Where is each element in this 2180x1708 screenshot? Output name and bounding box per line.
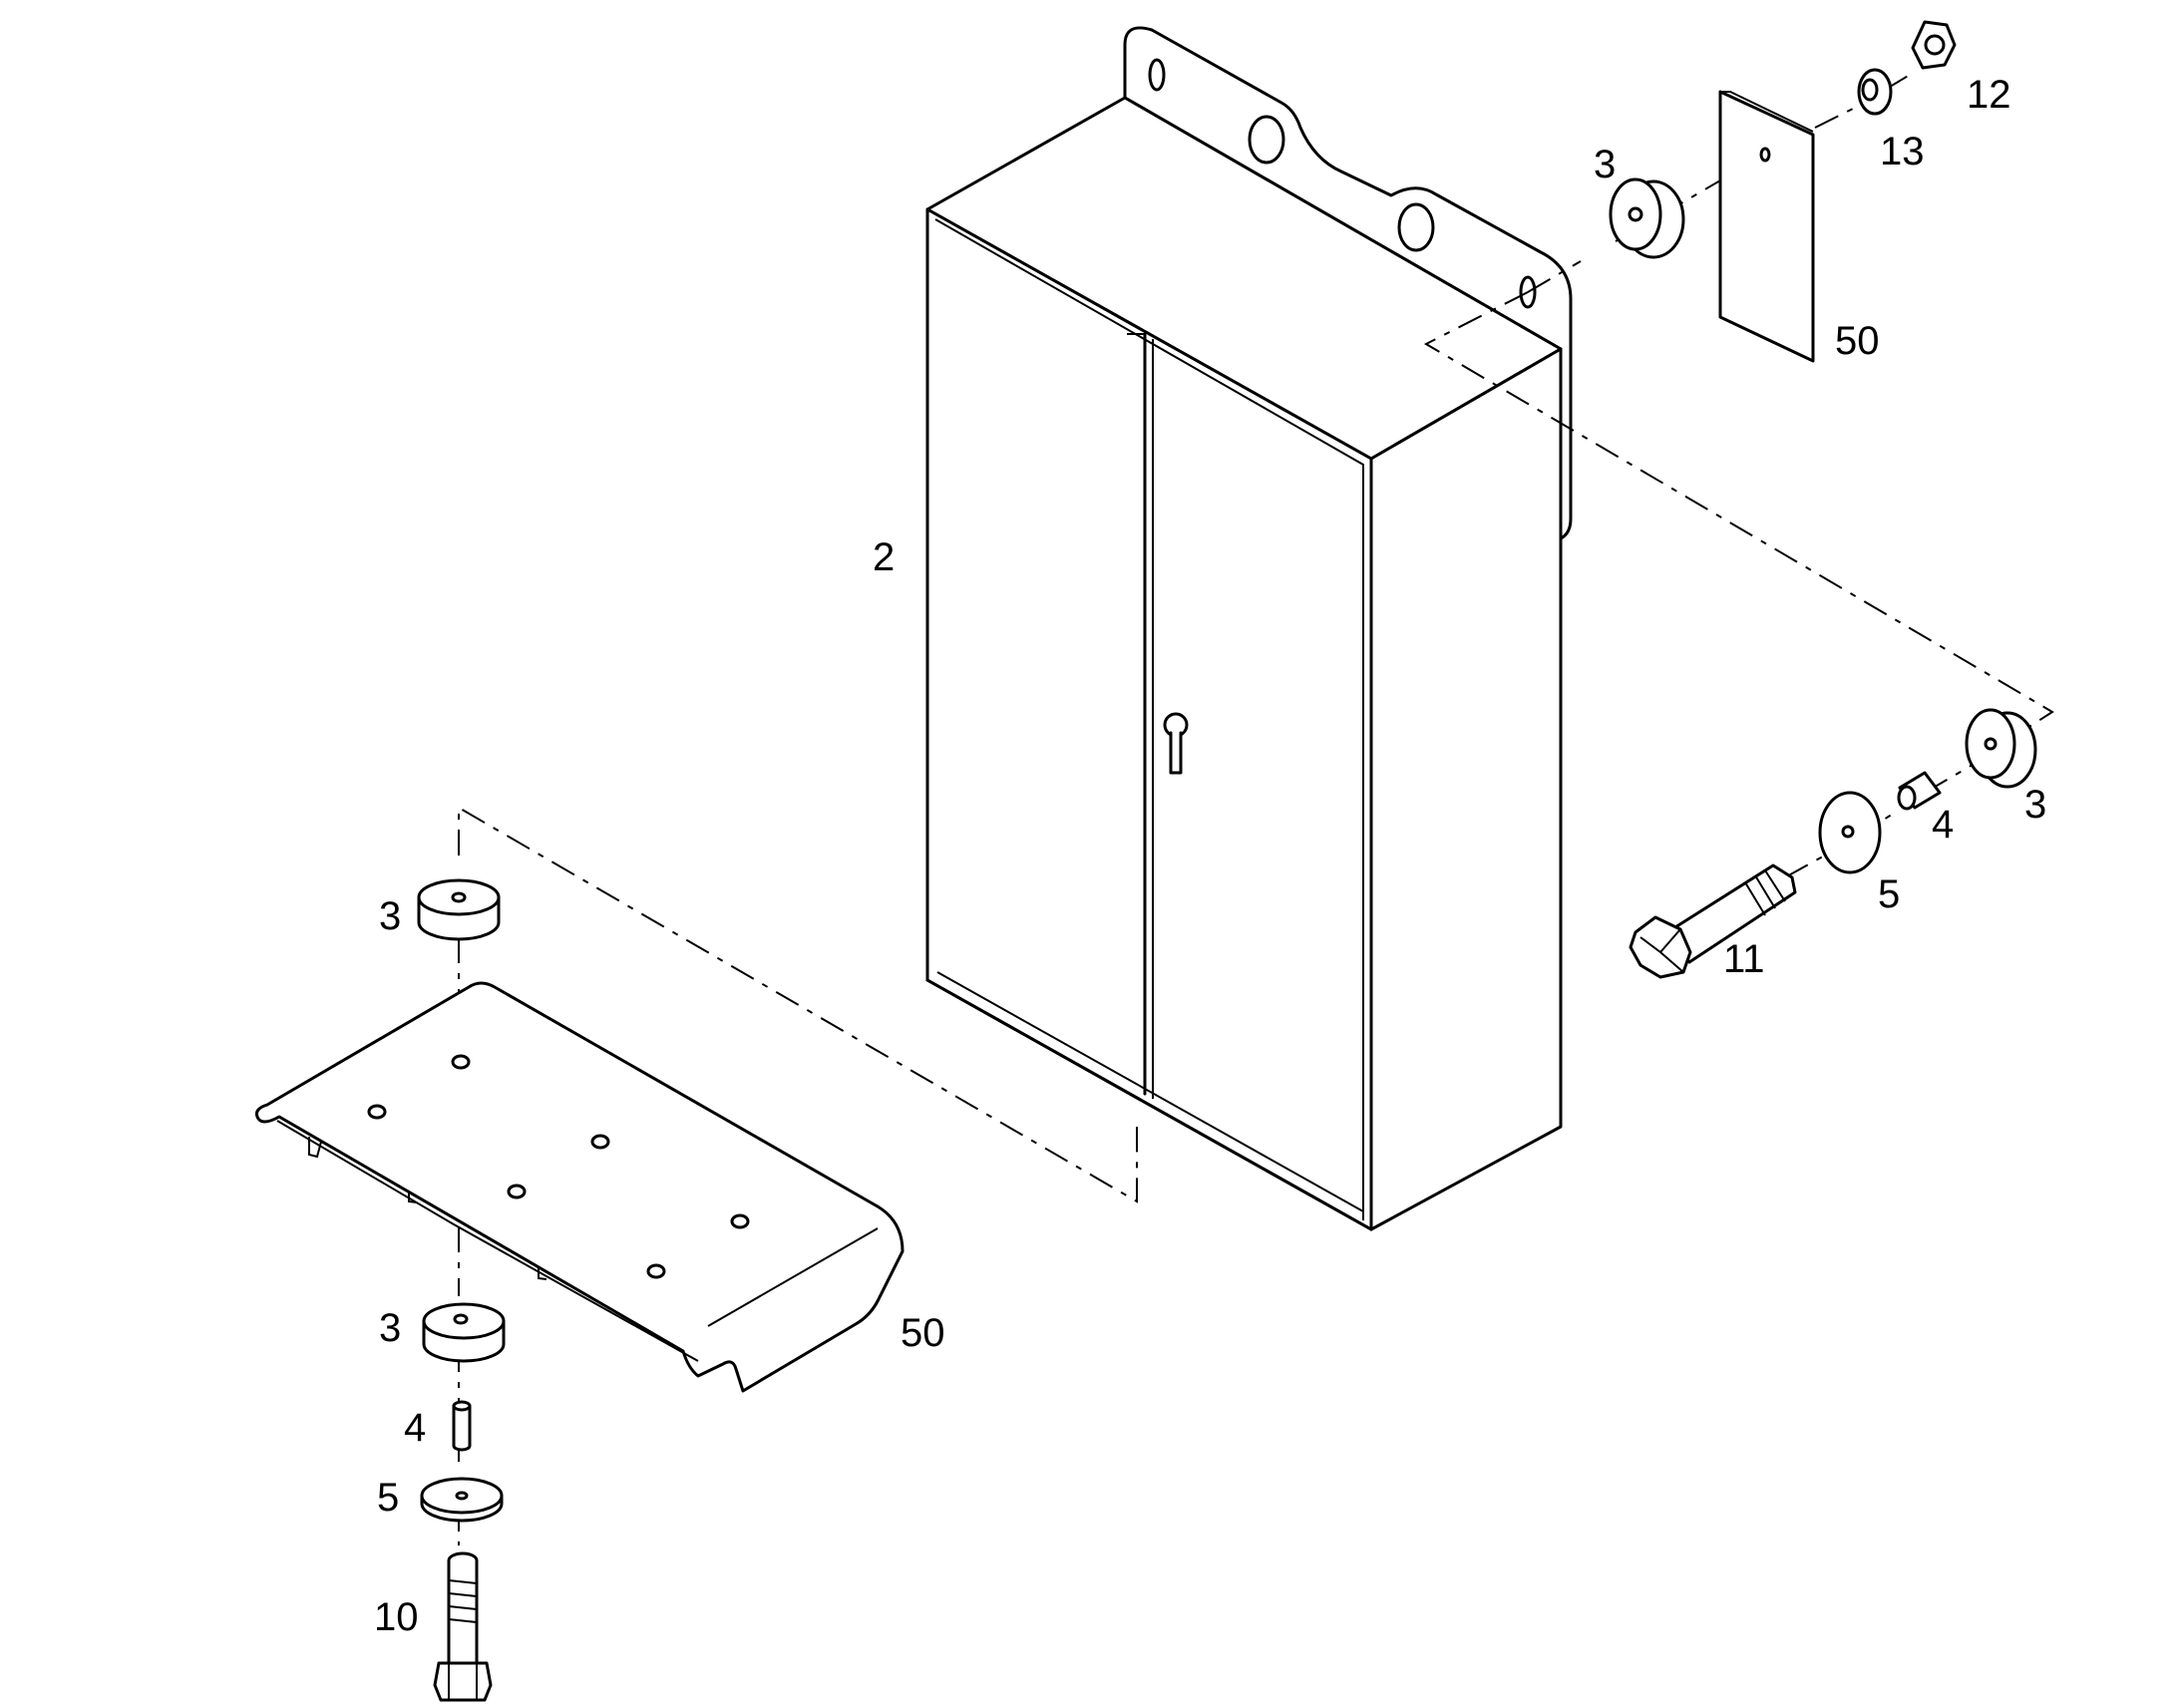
assembly-axis-left <box>458 806 1138 1203</box>
cabinet-right-side <box>1369 347 1563 1231</box>
spacer-washer-top <box>1857 68 1893 116</box>
callout-washer-left: 5 <box>377 1476 399 1520</box>
rubber-mount-top <box>1609 177 1685 259</box>
door-lock-icon <box>1163 712 1189 775</box>
callout-washer-right: 5 <box>1878 872 1900 916</box>
callout-base-plate: 50 <box>901 1311 945 1355</box>
hex-bolt-left <box>433 1551 493 1702</box>
washer-left <box>420 1477 504 1523</box>
electrical-cabinet: 2 <box>873 26 1573 1231</box>
flange-slot-hole <box>1148 58 1166 92</box>
flange-hole-2 <box>1397 202 1435 252</box>
sleeve-left <box>452 1400 472 1452</box>
callout-bolt-left: 10 <box>374 1595 419 1639</box>
callout-sleeve-left: 4 <box>404 1406 426 1450</box>
callout-mount-left-upper: 3 <box>379 894 401 938</box>
callout-cabinet: 2 <box>873 535 895 579</box>
callout-nut: 12 <box>1967 73 2011 117</box>
assembly-axis-right <box>1423 291 2054 731</box>
hex-nut-top <box>1911 20 1957 70</box>
callout-bolt-right: 11 <box>1723 937 1765 981</box>
rubber-mount-left-upper <box>417 878 501 941</box>
washer-right <box>1818 791 1882 874</box>
hex-bolt-right <box>1629 863 1797 979</box>
callout-bracket-top: 50 <box>1835 319 1880 363</box>
callout-mount-top: 3 <box>1594 143 1616 186</box>
sleeve-right <box>1897 771 1942 811</box>
callout-mount-left-lower: 3 <box>379 1306 401 1350</box>
right-assembly: 3 4 5 11 <box>1629 708 2046 981</box>
base-plate-assembly: 3 50 3 <box>255 806 1138 1702</box>
rubber-mount-right <box>1965 708 2037 789</box>
top-right-assembly: 3 50 13 12 <box>1423 20 2054 731</box>
base-plate <box>255 981 905 1393</box>
assembly-axis-top <box>1527 260 1582 293</box>
cabinet-back-plate <box>1123 26 1573 540</box>
flange-hole-1 <box>1248 115 1285 165</box>
rubber-mount-left-lower <box>422 1302 506 1363</box>
callout-mount-right: 3 <box>2024 783 2046 827</box>
cabinet-doors <box>1127 332 1154 1099</box>
bracket-plate-top <box>1718 90 1815 363</box>
callout-spacer: 13 <box>1880 130 1925 173</box>
callout-sleeve-right: 4 <box>1932 803 1954 847</box>
